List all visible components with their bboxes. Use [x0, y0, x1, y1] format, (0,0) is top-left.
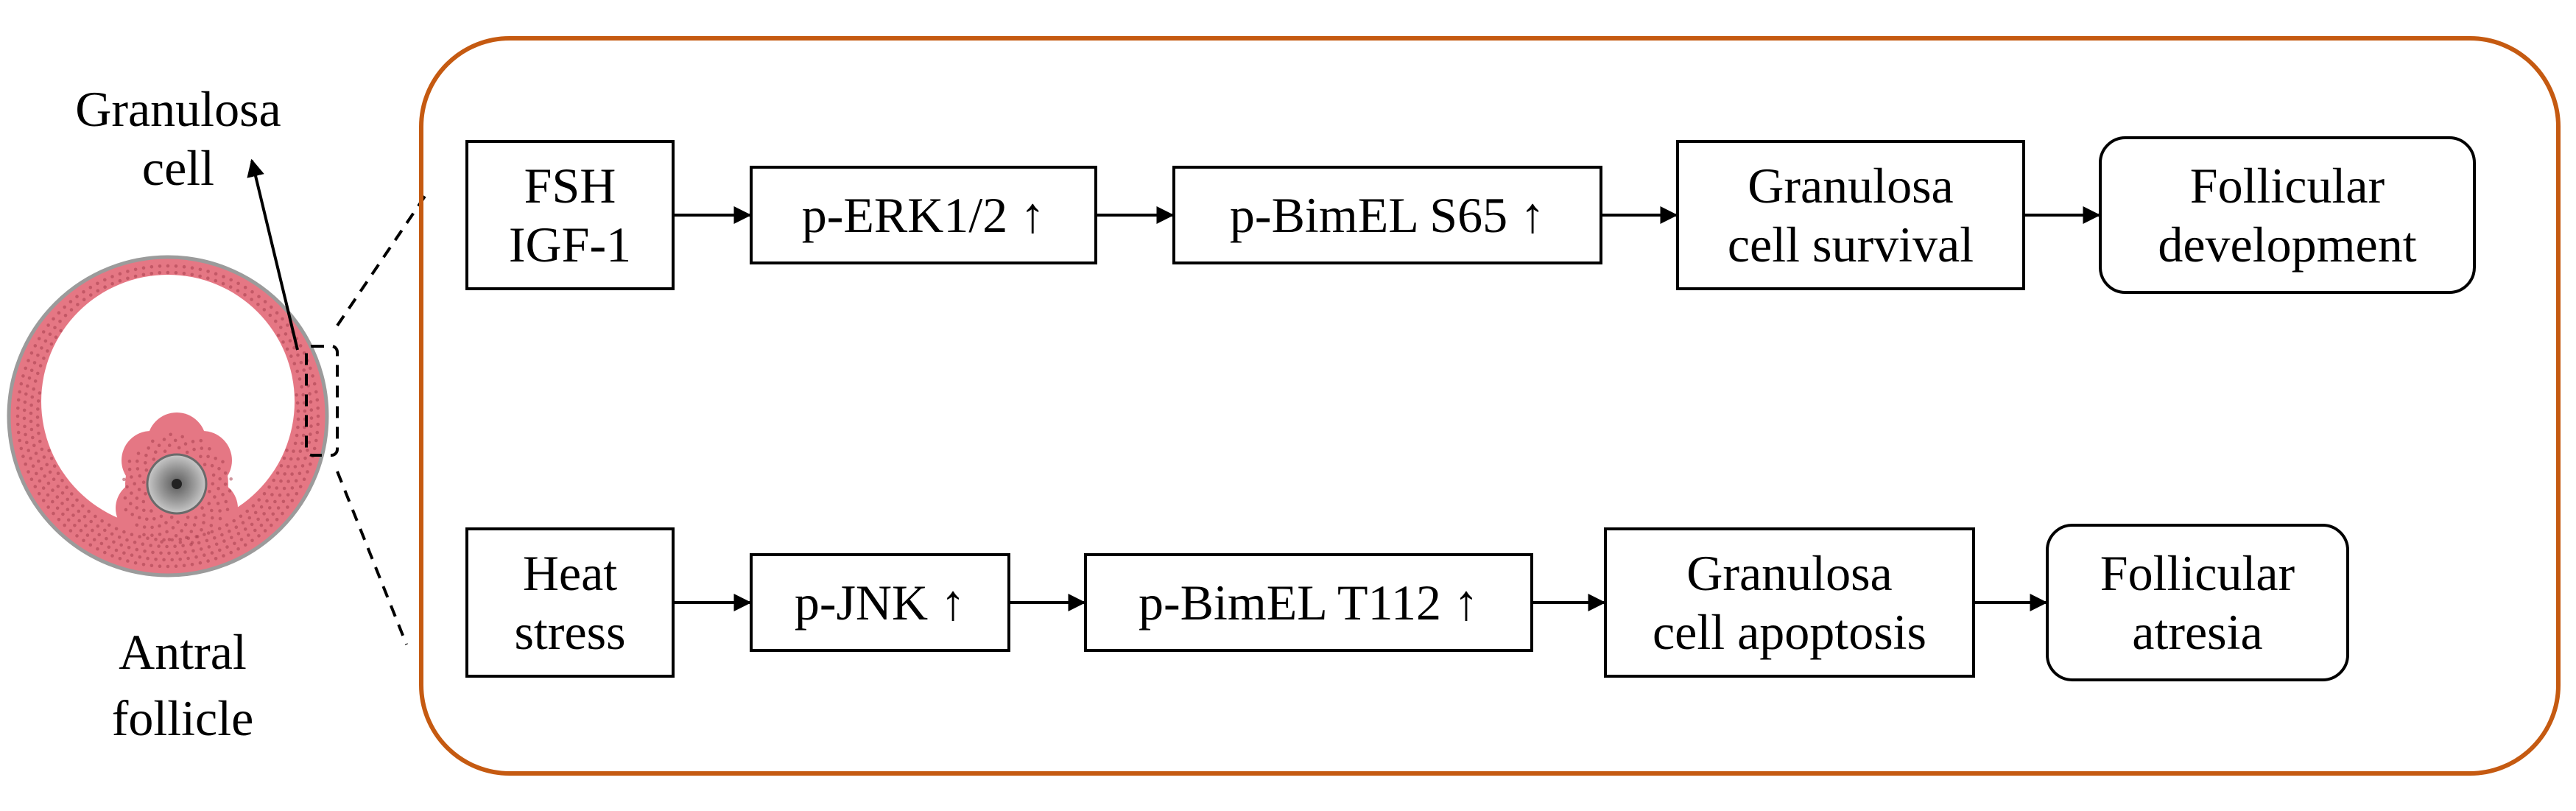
granulosa-cell-label-line1: Granulosa — [75, 81, 281, 137]
survival-node-3-box — [1172, 166, 1602, 264]
apoptosis-node-1-box — [465, 527, 675, 678]
cumulus-cell-cluster — [147, 412, 206, 471]
apoptosis-node-5-line-2: atresia — [2132, 604, 2262, 660]
oocyte-nucleus — [172, 479, 182, 489]
survival-node-4-box — [1676, 140, 2025, 290]
granulosa-cell-label-line2: cell — [142, 140, 214, 196]
survival-node-4-line-1: Granulosa — [1748, 158, 1953, 214]
survival-node-1-line-1: FSH — [524, 158, 616, 214]
survival-node-3-line-1: p-BimEL S65 ↑ — [1230, 187, 1545, 243]
apoptosis-node-4-box — [1604, 527, 1975, 678]
survival-node-1-line-2: IGF-1 — [509, 217, 631, 273]
apoptosis-node-3-line-1: p-BimEL T112 ↑ — [1139, 575, 1479, 631]
cumulus-cell-cluster — [151, 516, 203, 567]
signaling-panel — [419, 36, 2561, 776]
survival-node-2-line-1: p-ERK1/2 ↑ — [802, 187, 1046, 243]
survival-node-4-line-2: cell survival — [1728, 217, 1974, 273]
survival-node-5-line-1: Follicular — [2190, 158, 2385, 214]
zoom-region-marker — [305, 345, 339, 457]
apoptosis-node-1-line-1: Heat — [523, 545, 617, 601]
antral-follicle-label-line1: Antral — [119, 624, 247, 680]
antral-follicle-label-line2: follicle — [112, 690, 254, 746]
apoptosis-node-1-line-2: stress — [514, 604, 625, 660]
zoom-line-bottom — [336, 471, 408, 645]
apoptosis-node-5-line-1: Follicular — [2100, 545, 2295, 601]
granulosa-cell-texture — [15, 264, 320, 569]
granulosa-cell-pointer-arrow — [247, 158, 299, 351]
apoptosis-node-4-line-1: Granulosa — [1686, 545, 1892, 601]
survival-node-2-box — [750, 166, 1097, 264]
apoptosis-node-4-line-2: cell apoptosis — [1653, 604, 1926, 660]
survival-node-5-line-2: development — [2158, 217, 2416, 273]
apoptosis-node-2-line-1: p-JNK ↑ — [795, 575, 965, 631]
antral-follicle-illustration — [7, 255, 339, 577]
zoom-line-top — [336, 192, 429, 327]
